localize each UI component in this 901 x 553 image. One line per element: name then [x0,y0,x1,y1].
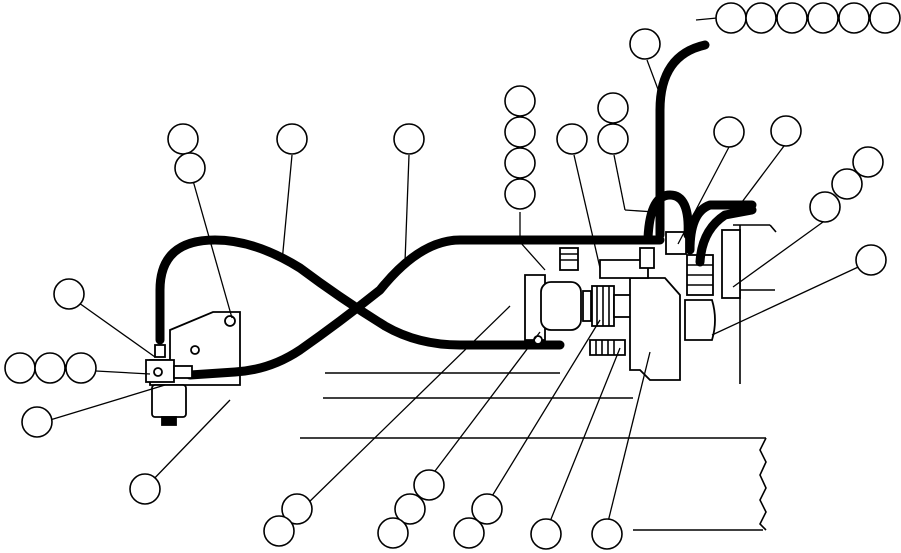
callout-balloon [591,518,623,550]
callout-balloon [855,244,887,276]
left-valve [145,344,193,426]
callout-balloon [745,2,777,34]
callout-balloon [504,85,536,117]
callout-balloon [504,116,536,148]
callout-balloon [393,123,425,155]
callout-balloons [4,2,901,550]
callout-balloon [809,191,841,223]
callout-balloon [276,123,308,155]
callout-balloon [453,517,485,549]
callout-balloon [65,352,97,384]
callout-balloon [129,473,161,505]
callout-balloon [597,123,629,155]
callout-balloon [530,518,562,550]
callout-balloon [629,28,661,60]
callout-balloon [471,493,503,525]
callout-balloon [556,123,588,155]
callout-balloon [281,493,313,525]
callout-balloon [838,2,870,34]
callout-balloon [394,493,426,525]
callout-balloon [167,123,199,155]
hoses [155,235,665,380]
callout-balloon [263,515,295,547]
callout-balloon [377,517,409,549]
callout-balloon [21,406,53,438]
callout-balloon [869,2,901,34]
callout-balloon [770,115,802,147]
callout-balloon [776,2,808,34]
callout-balloon [715,2,747,34]
callout-balloon [504,178,536,210]
callout-balloon [807,2,839,34]
callout-balloon [53,278,85,310]
callout-balloon [174,152,206,184]
callout-balloon [504,147,536,179]
callout-balloon [413,469,445,501]
upper-hoses [643,40,757,267]
callout-balloon [4,352,36,384]
callout-balloon [597,92,629,124]
callout-balloon [831,168,863,200]
callout-balloon [713,116,745,148]
main-manifold [524,259,681,381]
leader-lines [49,17,870,535]
callout-balloon [852,146,884,178]
callout-balloon [34,352,66,384]
